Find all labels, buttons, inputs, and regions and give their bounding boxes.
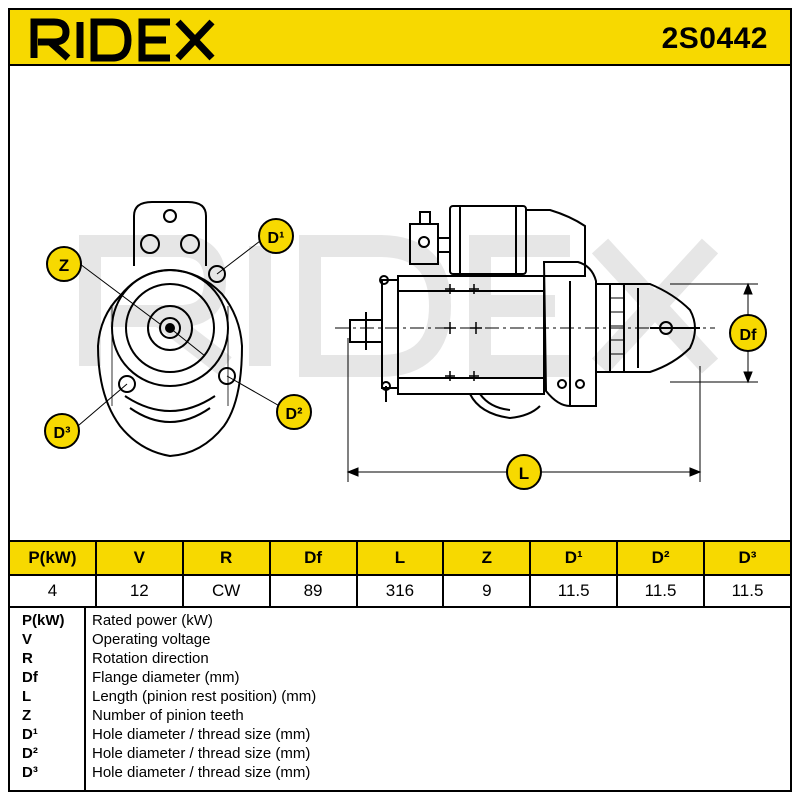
legend-abbr: D³ — [22, 764, 38, 781]
spec-header: Z — [442, 540, 532, 576]
legend-divider — [84, 606, 86, 790]
legend-abbr: Z — [22, 707, 32, 724]
callout-d3-label: D³ — [54, 425, 71, 442]
ridex-logo — [30, 18, 215, 62]
legend-desc: Rated power (kW) — [92, 612, 213, 629]
side-view — [335, 205, 715, 420]
spec-header-row: P(kW) V R Df L Z D¹ D² D³ — [8, 540, 792, 576]
callout-d1: D¹ — [258, 218, 294, 254]
legend-abbr: D² — [22, 745, 38, 762]
spec-value: 11.5 — [703, 574, 792, 608]
legend-row: Z Number of pinion teeth — [10, 707, 794, 726]
legend-desc: Operating voltage — [92, 631, 211, 648]
spec-value: 9 — [442, 574, 532, 608]
callout-l-label: L — [519, 464, 529, 483]
front-view — [71, 201, 291, 458]
callout-z: Z — [46, 246, 82, 282]
legend-abbr: D¹ — [22, 726, 38, 743]
legend-desc: Hole diameter / thread size (mm) — [92, 764, 311, 781]
legend-row: Df Flange diameter (mm) — [10, 669, 794, 688]
spec-header: P(kW) — [8, 540, 97, 576]
part-number: 2S0442 — [661, 22, 768, 55]
legend-row: D² Hole diameter / thread size (mm) — [10, 745, 794, 764]
callout-df-label: Df — [740, 327, 758, 344]
spec-value: 89 — [268, 574, 358, 608]
spec-value: 12 — [94, 574, 184, 608]
legend-abbr: L — [22, 688, 32, 705]
legend-desc: Rotation direction — [92, 650, 209, 667]
legend-row: P(kW) Rated power (kW) — [10, 612, 794, 631]
callout-d1-label: D¹ — [268, 230, 285, 247]
spec-header: L — [355, 540, 445, 576]
legend-abbr: R — [22, 650, 33, 667]
callout-d3: D³ — [44, 413, 80, 449]
spec-header: D² — [616, 540, 705, 576]
legend-desc: Number of pinion teeth — [92, 707, 244, 724]
legend-row: V Operating voltage — [10, 631, 794, 650]
callout-l: L — [506, 454, 542, 490]
spec-header: R — [181, 540, 271, 576]
callout-d2-label: D² — [286, 406, 303, 423]
callout-d2: D² — [276, 394, 312, 430]
spec-value: 4 — [8, 574, 97, 608]
legend-row: R Rotation direction — [10, 650, 794, 669]
spec-header: V — [94, 540, 184, 576]
legend-abbr: Df — [22, 669, 38, 686]
callout-z-label: Z — [59, 256, 69, 275]
spec-header: D¹ — [529, 540, 619, 576]
starter-motor-drawing: Z D¹ D² D³ Df L — [44, 201, 767, 490]
header-bar: 2S0442 — [8, 8, 792, 66]
legend-desc: Hole diameter / thread size (mm) — [92, 745, 311, 762]
legend-abbr: V — [22, 631, 33, 648]
legend-row: D¹ Hole diameter / thread size (mm) — [10, 726, 794, 745]
callout-df: Df — [729, 314, 767, 352]
technical-drawing: Z D¹ D² D³ Df L — [8, 66, 792, 540]
legend-abbr: P(kW) — [22, 612, 65, 629]
legend-row: D³ Hole diameter / thread size (mm) — [10, 764, 794, 783]
ridex-watermark — [79, 235, 719, 377]
spec-value: 11.5 — [529, 574, 619, 608]
legend: P(kW) Rated power (kW) V Operating volta… — [8, 606, 792, 792]
legend-desc: Length (pinion rest position) (mm) — [92, 688, 317, 705]
spec-value-row: 4 12 CW 89 316 9 11.5 11.5 11.5 — [8, 574, 792, 608]
spec-value: 11.5 — [616, 574, 705, 608]
legend-row: L Length (pinion rest position) (mm) — [10, 688, 794, 707]
spec-value: 316 — [355, 574, 445, 608]
spec-header: Df — [268, 540, 358, 576]
spec-value: CW — [181, 574, 271, 608]
legend-desc: Flange diameter (mm) — [92, 669, 240, 686]
spec-table: P(kW) V R Df L Z D¹ D² D³ 4 12 CW 89 316… — [8, 540, 792, 608]
legend-desc: Hole diameter / thread size (mm) — [92, 726, 311, 743]
spec-header: D³ — [703, 540, 792, 576]
